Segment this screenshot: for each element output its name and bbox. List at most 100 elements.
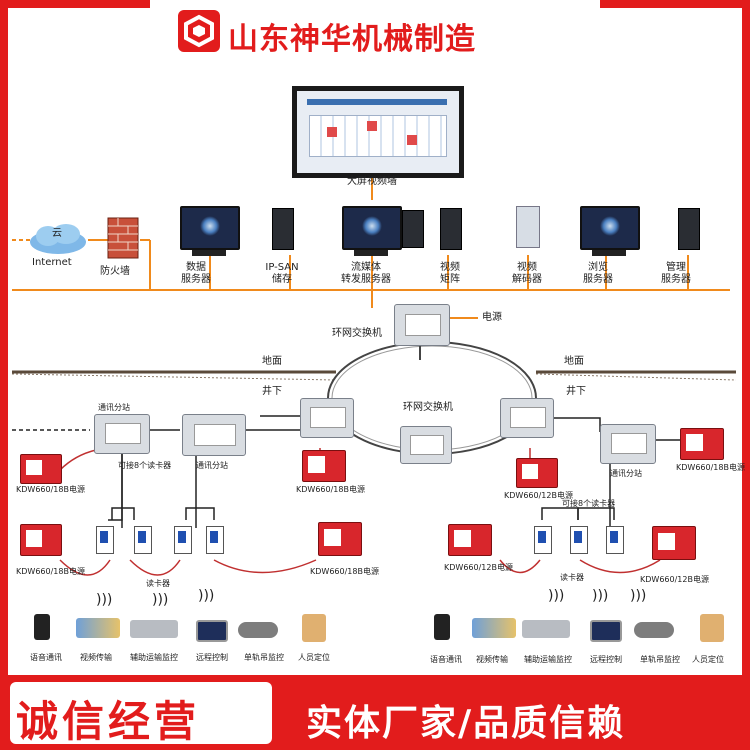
kdw-power-icon — [448, 524, 492, 556]
personnel-location-icon — [302, 614, 326, 642]
wireless-icon: ))) — [96, 592, 113, 608]
monorail-crane-icon — [634, 622, 674, 638]
kdw-power-icon — [318, 522, 362, 556]
kdw-power-label: KDW660/18B电源 — [676, 463, 745, 472]
reader-label: 读卡器 — [560, 573, 584, 582]
app-label: 单轨吊监控 — [244, 653, 284, 662]
app-label: 辅助运输监控 — [130, 653, 178, 662]
substation-right-icon — [600, 424, 656, 464]
card-reader-icon — [206, 526, 224, 554]
data-server-base — [192, 250, 226, 256]
phone-icon — [34, 614, 50, 640]
substation-label: 通讯分站 — [98, 403, 130, 412]
video-wall-screen — [292, 86, 464, 178]
app-label: 辅助运输监控 — [524, 655, 572, 664]
ip-san-storage-icon — [272, 208, 294, 250]
ring-switch-center-label: 环网交换机 — [403, 402, 453, 413]
card-reader-icon — [174, 526, 192, 554]
firewall-label: 防火墙 — [100, 266, 130, 277]
video-matrix-icon — [440, 208, 462, 250]
app-label: 远程控制 — [196, 653, 228, 662]
remote-control-icon — [590, 620, 622, 642]
wireless-icon: ))) — [548, 588, 565, 604]
server-label-line1: 数据 — [186, 262, 206, 273]
server-label-line2: 解码器 — [512, 274, 542, 285]
kdw-power-label: KDW660/12B电源 — [444, 563, 513, 572]
kdw-power-icon — [20, 454, 62, 484]
server-label-line1: IP-SAN — [265, 262, 299, 273]
underground-right-label: 井下 — [566, 386, 586, 397]
ring-switch-bottom-icon — [400, 426, 452, 464]
cloud-icon — [30, 224, 86, 254]
cloud-label: 云 — [52, 228, 62, 239]
video-transmission-icon — [76, 618, 120, 638]
slogan-right: 实体厂家/品质信赖 — [306, 703, 626, 744]
app-label: 人员定位 — [298, 653, 330, 662]
kdw-power-label: KDW660/18B电源 — [16, 567, 85, 576]
underground-left-label: 井下 — [262, 386, 282, 397]
auxiliary-transport-icon — [522, 620, 570, 638]
management-server-icon — [678, 208, 700, 250]
server-label-line2: 矩阵 — [440, 274, 460, 285]
reader-label: 读卡器 — [146, 579, 170, 588]
kdw-power-label: KDW660/18B电源 — [296, 485, 365, 494]
server-label-line1: 流媒体 — [351, 262, 381, 273]
kdw-power-label: KDW660/12B电源 — [640, 575, 709, 584]
app-label: 远程控制 — [590, 655, 622, 664]
auxiliary-transport-icon — [130, 620, 178, 638]
card-reader-icon — [534, 526, 552, 554]
streaming-server-monitor-icon — [342, 206, 402, 250]
server-label-line2: 服务器 — [583, 274, 613, 285]
kdw-power-icon — [20, 524, 62, 556]
power-top-label: 电源 — [482, 312, 502, 323]
wireless-icon: ))) — [152, 592, 169, 608]
slogan-left-box — [10, 682, 272, 744]
reader-capacity-label: 可接8个读卡器 — [562, 499, 616, 508]
remote-control-icon — [196, 620, 228, 642]
wireless-icon: ))) — [198, 588, 215, 604]
kdw-power-label: KDW660/18B电源 — [310, 567, 379, 576]
app-label: 视频传输 — [80, 653, 112, 662]
app-label: 语音通讯 — [30, 653, 62, 662]
substation-label: 通讯分站 — [196, 461, 228, 470]
video-wall-label: 大屏视频墙 — [347, 176, 397, 187]
server-label-line2: 转发服务器 — [341, 274, 391, 285]
app-label: 单轨吊监控 — [640, 655, 680, 664]
server-label-line1: 管理 — [666, 262, 686, 273]
data-server-monitor-icon — [180, 206, 240, 250]
server-label-line1: 视频 — [440, 262, 460, 273]
kdw-power-icon — [652, 526, 696, 560]
brand-banner — [150, 0, 600, 64]
substation-left-icon — [94, 414, 150, 454]
kdw-power-label: KDW660/12B电源 — [504, 491, 573, 500]
monorail-crane-icon — [238, 622, 278, 638]
kdw-power-icon — [516, 458, 558, 488]
streaming-server-base — [354, 250, 388, 256]
server-label-line2: 服务器 — [661, 274, 691, 285]
company-logo-icon — [178, 10, 220, 52]
card-reader-icon — [96, 526, 114, 554]
ring-switch-top-label: 环网交换机 — [332, 328, 382, 339]
kdw-power-label: KDW660/18B电源 — [16, 485, 85, 494]
card-reader-icon — [606, 526, 624, 554]
firewall-icon — [107, 217, 139, 259]
wireless-icon: ))) — [592, 588, 609, 604]
phone-icon — [434, 614, 450, 640]
app-label: 人员定位 — [692, 655, 724, 664]
server-label-line1: 浏览 — [588, 262, 608, 273]
ground-left-label: 地面 — [262, 356, 282, 367]
video-decoder-icon — [516, 206, 540, 248]
ring-switch-right-icon — [500, 398, 554, 438]
browse-server-base — [592, 250, 626, 256]
ring-switch-top-icon — [394, 304, 450, 346]
personnel-location-icon — [700, 614, 724, 642]
wireless-icon: ))) — [630, 588, 647, 604]
server-label-line2: 储存 — [272, 274, 292, 285]
reader-capacity-label: 可接8个读卡器 — [118, 461, 172, 470]
video-transmission-icon — [472, 618, 516, 638]
app-label: 视频传输 — [476, 655, 508, 664]
internet-label: Internet — [32, 257, 72, 268]
ring-switch-left-icon — [300, 398, 354, 438]
card-reader-icon — [134, 526, 152, 554]
